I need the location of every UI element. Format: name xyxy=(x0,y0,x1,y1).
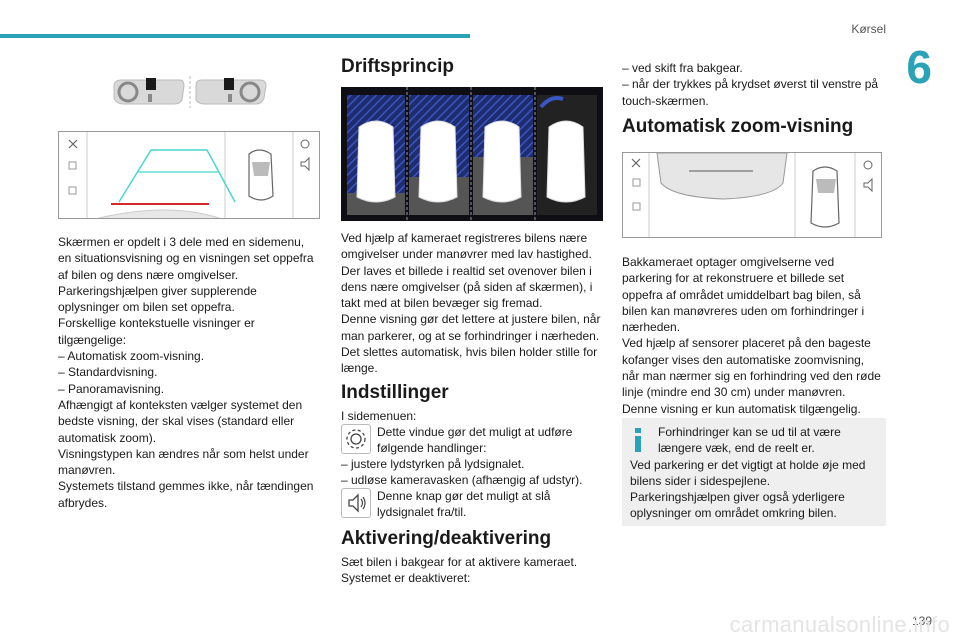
heading-aktivering: Aktivering/deaktivering xyxy=(341,528,552,549)
close-icon[interactable] xyxy=(68,139,78,149)
note-line: bilens sider i sidespejlene. xyxy=(630,473,771,488)
body-line: Visningstypen kan ændres når som helst u… xyxy=(58,446,309,461)
body-line: Forskellige kontekstuelle visninger er xyxy=(58,316,255,331)
heading-indstillinger: Indstillinger xyxy=(341,382,449,403)
body-line: dens nære omgivelser (på siden af skærme… xyxy=(341,279,593,294)
list-item: – Standardvisning. xyxy=(58,365,158,380)
body-line: Parkeringshjælpen giver supplerende xyxy=(58,283,257,298)
body-line: Denne visning gør det lettere at justere… xyxy=(341,312,601,327)
body-line: Afhængigt af konteksten vælger systemet … xyxy=(58,397,303,412)
body-line: oppefra af området umiddelbart bag bilen… xyxy=(622,287,861,302)
body-line: Ved hjælp af kameraet registreres bilens… xyxy=(341,231,588,245)
list-item: – Automatisk zoom-visning. xyxy=(58,349,205,364)
chapter-number: 6 xyxy=(906,41,932,93)
body-line: Det slettes automatisk, hvis bilen holde… xyxy=(341,345,598,360)
body-line: omgivelser under manøvrer med lav hastig… xyxy=(341,247,592,262)
list-item: touch-skærmen. xyxy=(622,93,709,108)
body-line: Systemets tilstand gemmes ikke, når tænd… xyxy=(58,479,314,494)
settings-intro: I sidemenuen: xyxy=(341,409,417,423)
speaker-icon xyxy=(341,488,371,518)
body-line: nærheden. xyxy=(622,320,681,335)
intro-column: Skærmen er opdelt i 3 dele med en sideme… xyxy=(58,234,316,511)
body-line: automatisk zoom). xyxy=(58,430,157,445)
info-icon xyxy=(635,428,641,452)
body-line: manøvren. xyxy=(58,463,116,478)
deactivation-list: – ved skift fra bakgear. – når der trykk… xyxy=(622,60,888,109)
close-icon[interactable] xyxy=(631,158,641,168)
list-item: – når der trykkes på krydset øverst til … xyxy=(622,77,879,92)
activation-text: Sæt bilen i bakgear for at aktivere kame… xyxy=(341,554,603,587)
note-line: Forhindringer kan se ud til at være xyxy=(658,425,841,439)
body-line: Systemet er deaktiveret: xyxy=(341,571,471,586)
note-line: oplysninger om området omkring bilen. xyxy=(630,506,837,521)
principle-text: Ved hjælp af kameraet registreres bilens… xyxy=(341,230,603,377)
list-item: – udløse kameravasken (afhængig af udsty… xyxy=(341,473,583,487)
gear-setting: Dette vindue gør det muligt at udføre fø… xyxy=(341,424,603,488)
heading-driftsprincip: Driftsprincip xyxy=(341,56,454,77)
note-line: Ved parkering er det vigtigt at holde øj… xyxy=(630,457,866,472)
list-item: – justere lydstyrken på lydsignalet. xyxy=(341,457,525,471)
speaker-text-line: lydsignalet fra/til. xyxy=(377,505,467,519)
gear-text-line: Dette vindue gør det muligt at udføre xyxy=(377,425,573,439)
body-line: parkering for at rekonstruere et billede… xyxy=(622,271,845,286)
body-line: Denne visning er kun automatisk tilgænge… xyxy=(622,401,861,416)
info-note: Forhindringer kan se ud til at være læng… xyxy=(622,418,886,526)
rear-camera-screen xyxy=(58,131,320,219)
body-line: en situationsvisning og en visningen set… xyxy=(58,251,314,266)
body-line: længe. xyxy=(341,361,378,376)
zoom-text: Bakkameraet optager omgivelserne ved par… xyxy=(622,254,888,417)
section-title: Kørsel xyxy=(851,22,886,36)
body-line: takt med at bilen bevæger sig fremad. xyxy=(341,296,543,311)
speaker-setting: Denne knap gør det muligt at slå lydsign… xyxy=(341,488,603,520)
body-line: oplysninger om bilen set oppefra. xyxy=(58,300,235,315)
speaker-icon[interactable] xyxy=(300,156,310,172)
zoom-view-screen xyxy=(622,152,882,238)
body-line: bedste visning, der skal vises (standard… xyxy=(58,414,295,429)
note-line: Parkeringshjælpen giver også yderligere xyxy=(630,490,845,505)
gear-icon xyxy=(341,424,371,454)
header-accent-bar xyxy=(0,34,470,38)
body-line: bilen kan manøvreres uden om forhindring… xyxy=(622,303,865,318)
list-item: – ved skift fra bakgear. xyxy=(622,61,743,75)
body-line: Bakkameraet optager omgivelserne ved xyxy=(622,255,835,269)
body-line: man parkerer, og at se forhindringer i n… xyxy=(341,328,600,343)
speaker-text-line: Denne knap gør det muligt at slå xyxy=(377,489,551,503)
mirror-view-illustration xyxy=(113,76,267,108)
body-line: afbrydes. xyxy=(58,495,108,510)
body-line: linje (mindre end 30 cm) under manøvren. xyxy=(622,385,846,400)
lock-icon xyxy=(68,161,77,195)
body-line: Ved hjælp af sensorer placeret på den ba… xyxy=(622,336,871,351)
heading-zoom-visning: Automatisk zoom-visning xyxy=(622,116,854,137)
gear-icon[interactable] xyxy=(300,139,310,149)
body-line: tilgængelige: xyxy=(58,332,127,347)
speaker-icon[interactable] xyxy=(863,177,873,193)
gear-icon[interactable] xyxy=(863,160,873,170)
body-line: Der laves et billede i realtid set oveno… xyxy=(341,263,592,278)
list-item: – Panoramavisning. xyxy=(58,381,165,396)
note-line: længere væk, end de reelt er. xyxy=(658,441,815,456)
body-line: Sæt bilen i bakgear for at aktivere kame… xyxy=(341,555,578,569)
body-line: Skærmen er opdelt i 3 dele med en sideme… xyxy=(58,235,305,249)
body-line: kofanger vises den automatiske zoomvisni… xyxy=(622,352,865,367)
gear-text-line: følgende handlinger: xyxy=(377,441,487,455)
page-number: 139 xyxy=(911,614,932,628)
body-line: af bilen og dens nære omgivelser. xyxy=(58,267,239,282)
camera-principle-illustration xyxy=(341,87,603,221)
body-line: når man nærmer sig en forhindring ved de… xyxy=(622,369,881,384)
watermark: carmanualsonline.info xyxy=(729,612,950,637)
